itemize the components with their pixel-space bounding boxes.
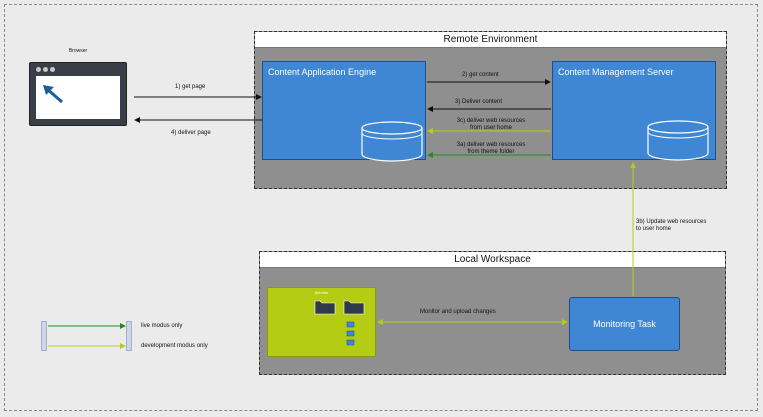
local-workspace-title: Local Workspace <box>260 252 725 268</box>
browser-viewport <box>36 76 120 119</box>
label-update-web-resources-line2: to user home <box>636 226 672 232</box>
label-deliver-user-home-line2: from user home <box>469 125 512 131</box>
window-dot-icon <box>36 67 41 72</box>
label-deliver-content: 3) Deliver content <box>455 99 503 105</box>
monitoring-task: Monitoring Task <box>569 297 680 351</box>
theme-folder-label: themes <box>314 290 329 295</box>
remote-environment-title: Remote Environment <box>255 32 726 48</box>
cursor-arrow-icon <box>43 85 63 104</box>
label-monitor-upload: Monitor and upload changes <box>420 309 496 315</box>
database-icon <box>647 120 709 161</box>
label-deliver-user-home-line1: 3c) deliver web resources <box>456 118 526 124</box>
window-dot-icon <box>50 67 55 72</box>
legend-live-label: live modus only <box>141 323 183 329</box>
label-get-content: 2) get content <box>462 72 499 78</box>
label-update-web-resources: 3b) Update web resources to user home <box>636 219 706 233</box>
label-update-web-resources-line1: 3b) Update web resources <box>636 219 707 225</box>
label-deliver-user-home: 3c) deliver web resources from user home <box>430 118 552 132</box>
outer-boundary <box>4 4 758 411</box>
legend-start-bar <box>41 321 47 351</box>
monitoring-task-label: Monitoring Task <box>593 319 656 329</box>
label-deliver-theme: 3a) deliver web resources from theme fol… <box>430 142 552 156</box>
folder-icon <box>314 300 365 346</box>
content-management-server-label: Content Management Server <box>558 67 674 77</box>
theme-folder: themes <box>267 287 376 357</box>
database-icon <box>361 121 423 162</box>
legend-end-bar <box>126 321 132 351</box>
browser-window <box>29 62 127 126</box>
browser-title: Browser <box>68 48 88 54</box>
legend-development-label: development modus only <box>141 343 208 349</box>
label-deliver-theme-line1: 3a) deliver web resources <box>456 142 526 148</box>
window-dot-icon <box>43 67 48 72</box>
label-deliver-page: 4) deliver page <box>171 130 211 136</box>
content-application-engine-label: Content Application Engine <box>268 67 377 77</box>
label-get-page: 1) get page <box>175 84 206 90</box>
label-deliver-theme-line2: from theme folder <box>467 149 515 155</box>
